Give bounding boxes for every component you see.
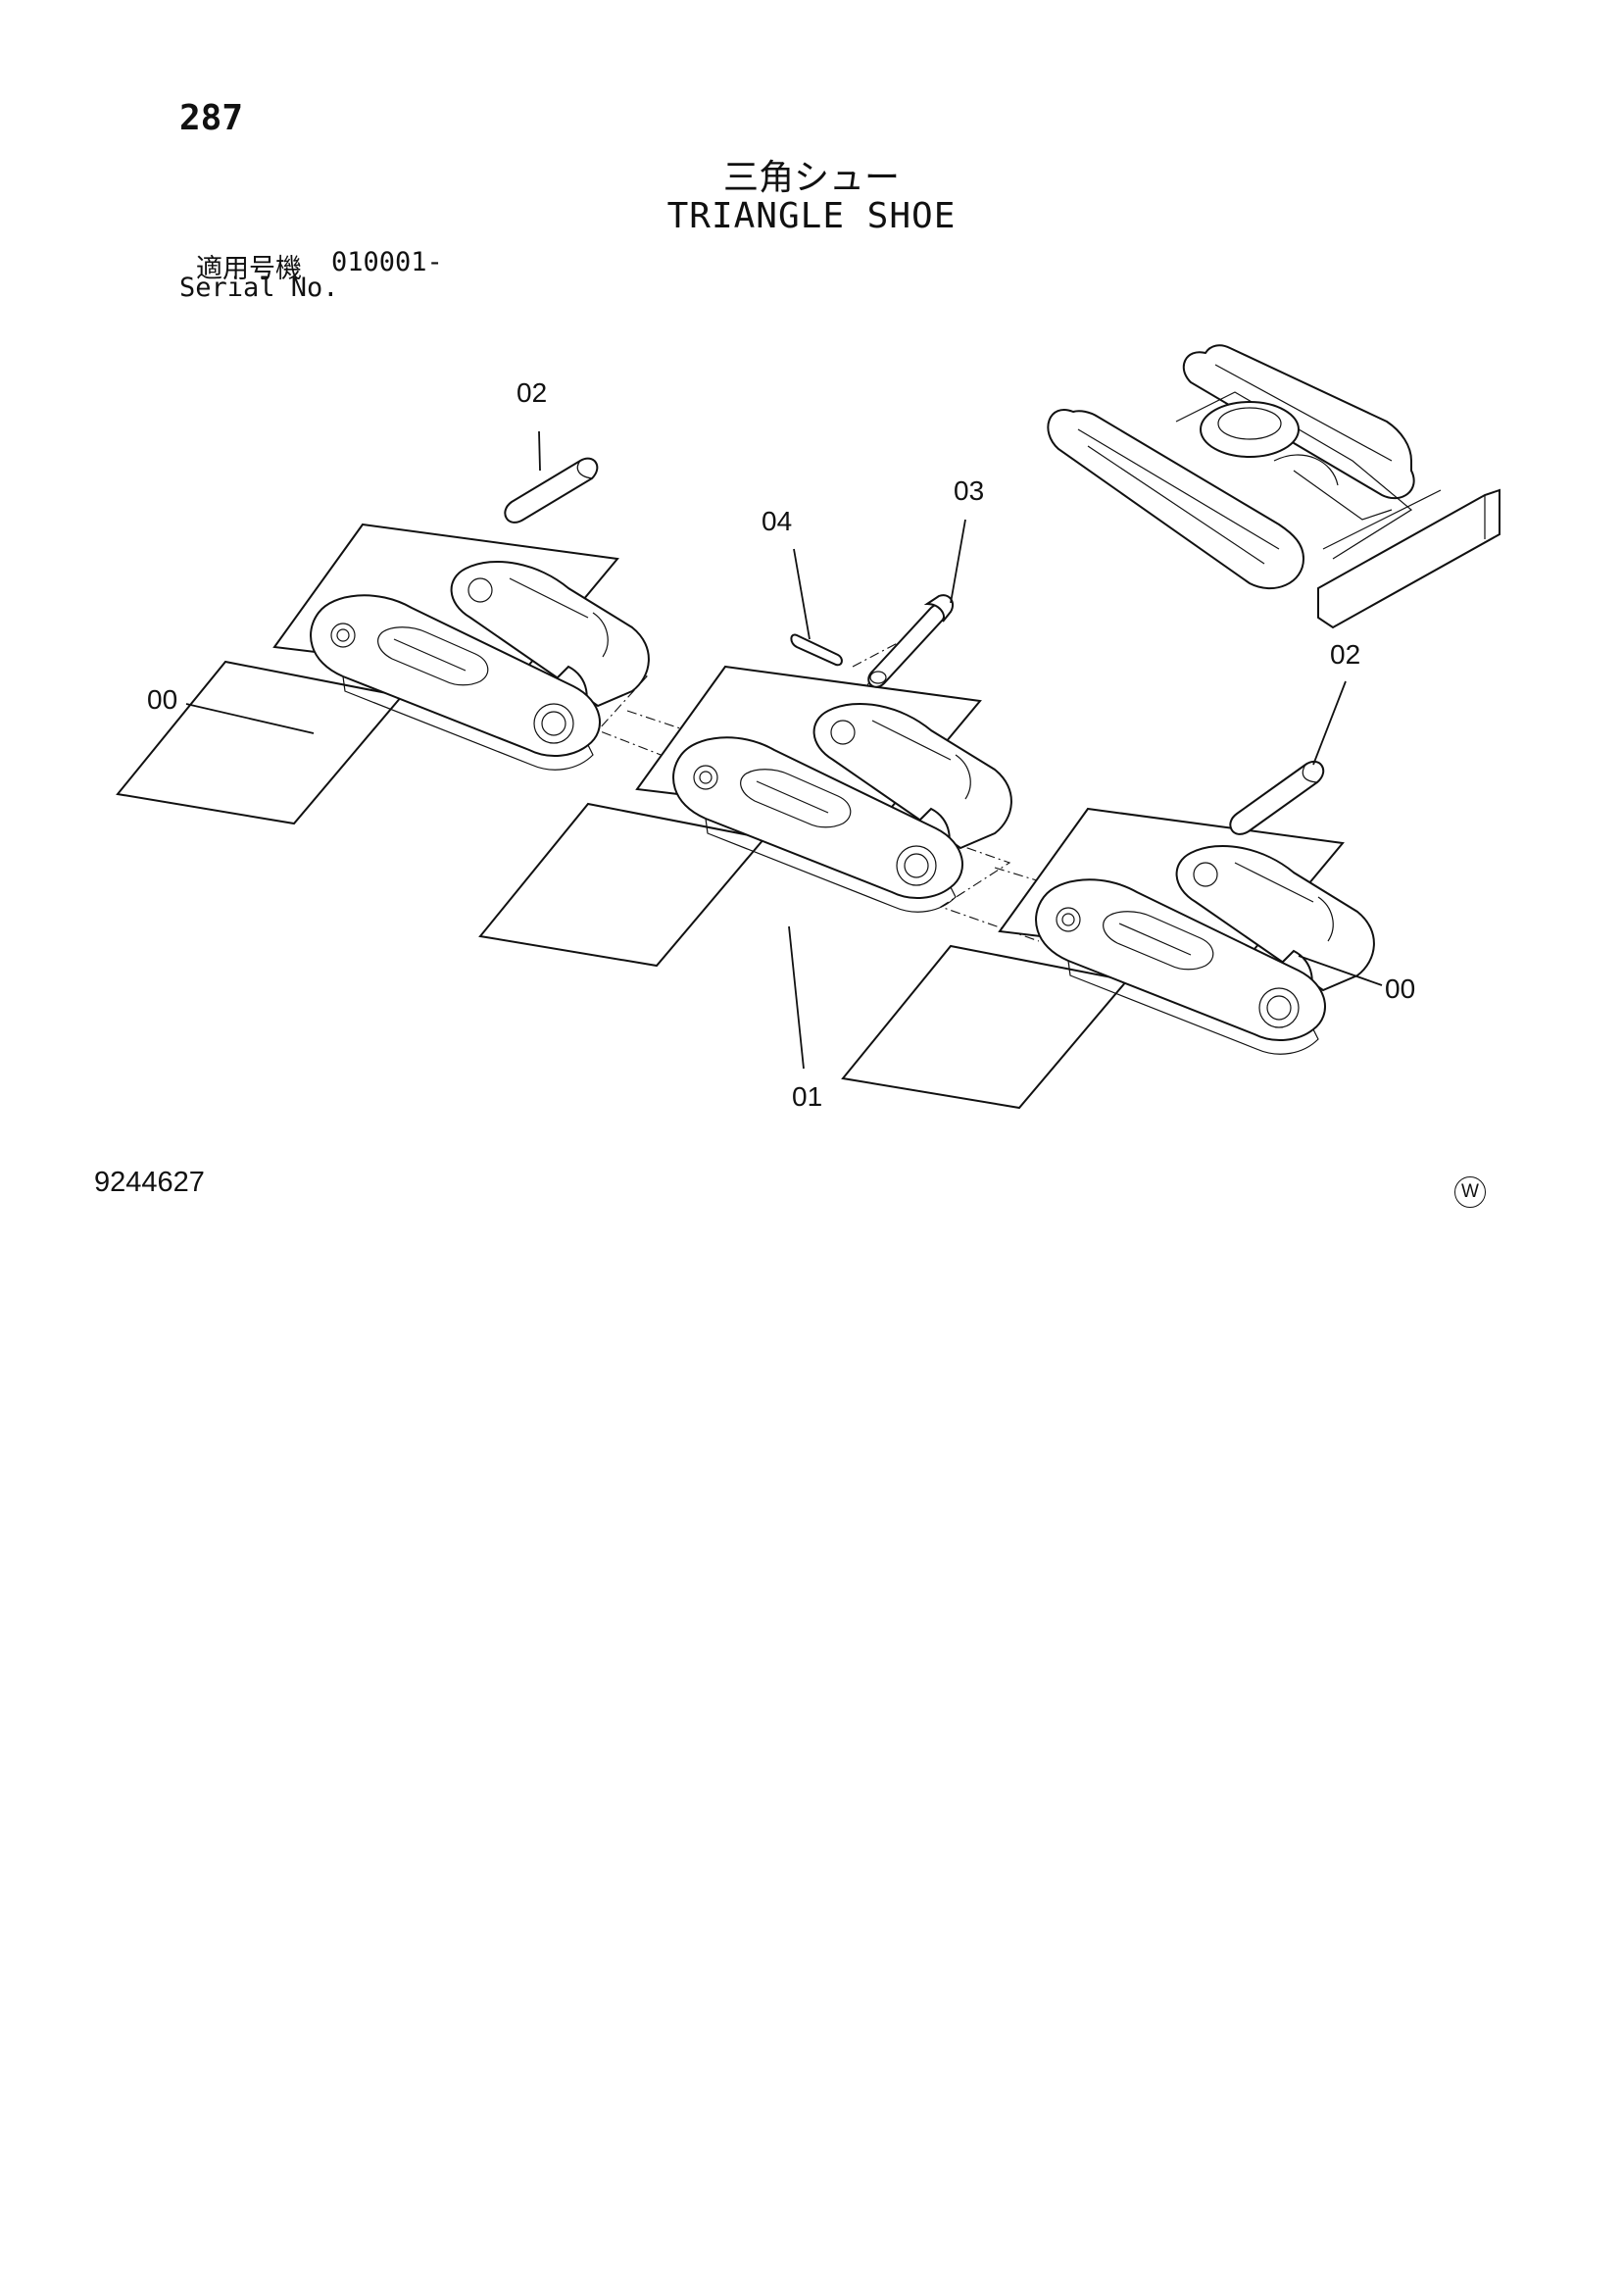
serial-label-japanese: 適用号機 [196, 254, 302, 284]
pin-left-icon [504, 457, 599, 524]
callout-00-right: 00 [1385, 973, 1415, 1004]
serial-label-english: Serial No. [179, 273, 339, 303]
circled-w-mark: W [1454, 1176, 1486, 1208]
drawing-number: 9244627 [94, 1167, 205, 1198]
callout-00-left: 00 [147, 684, 177, 715]
crawler-undercarriage-icon [1047, 344, 1500, 629]
parts-diagram: 02 04 03 02 00 00 01 [117, 344, 1500, 1112]
cotter-pin-icon [790, 633, 843, 667]
pin-with-head-icon [867, 594, 955, 688]
callout-03: 03 [954, 475, 984, 506]
serial-number-range: 010001- [331, 247, 443, 277]
callout-02-right: 02 [1330, 639, 1360, 670]
triangle-shoe-link-left-icon [117, 524, 650, 824]
callout-04: 04 [762, 506, 792, 536]
callout-01: 01 [792, 1081, 822, 1112]
callout-02-left: 02 [516, 377, 547, 408]
pin-right-icon [1229, 760, 1325, 835]
title-japanese: 三角シュー [722, 158, 900, 198]
title-english: TRIANGLE SHOE [666, 196, 957, 236]
page-number: 287 [179, 98, 244, 138]
